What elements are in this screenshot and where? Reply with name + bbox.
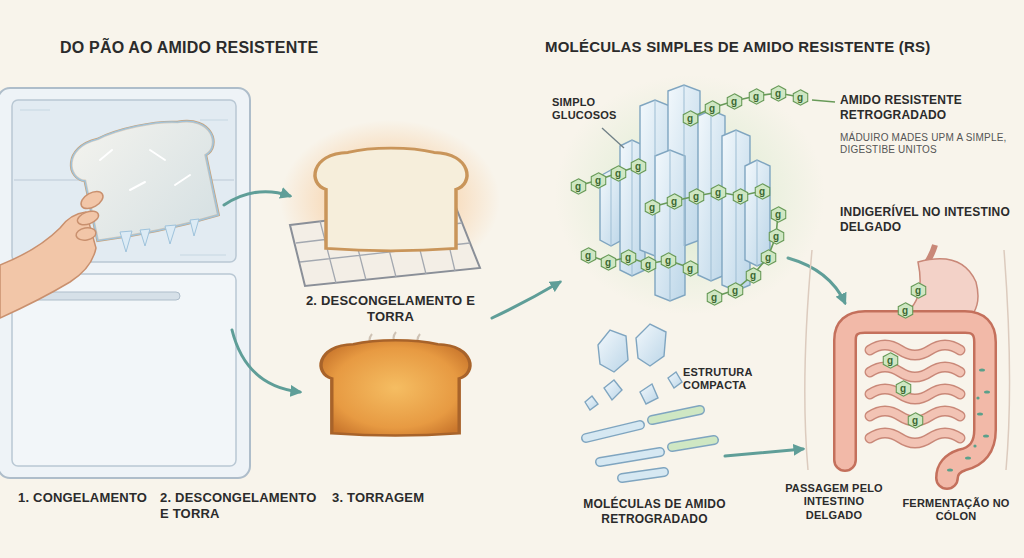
glucose-unit: g <box>644 199 661 216</box>
glucose-unit: g <box>770 206 787 223</box>
thawed-toast-on-rack <box>280 120 500 286</box>
glucose-unit: g <box>726 93 743 110</box>
glucose-unit: g <box>688 188 705 205</box>
glucose-unit: g <box>666 193 683 210</box>
callout-label: PASSAGEM PELO INTESTINO DELGADO <box>778 482 890 522</box>
glucose-unit: g <box>760 249 777 266</box>
compact-crystals <box>585 324 682 410</box>
retrograded-rods <box>586 410 714 478</box>
golden-toast <box>321 332 470 435</box>
glucose-unit: g <box>706 289 723 306</box>
glucose-unit: g <box>640 256 657 273</box>
glucose-unit: g <box>580 247 597 264</box>
glucose-unit: g <box>768 228 785 245</box>
glucose-unit: g <box>770 85 787 102</box>
callout-label: FERMENTAÇÃO NO CÓLON <box>895 497 1017 524</box>
callout-label: INDIGERÍVEL NO INTESTINO DELGADO <box>840 205 1016 234</box>
glucose-unit: g <box>570 178 587 195</box>
glucose-unit: g <box>682 110 699 127</box>
step-label: 2. DESCONGELAMENTO E TORRA <box>298 293 483 325</box>
callout-label: ESTRUTURA COMPACTA <box>683 366 763 393</box>
callout-label: MOLÉCULAS DE AMIDO RETROGRADADO <box>572 497 737 526</box>
step-label: 1. CONGELAMENTO <box>18 490 158 506</box>
glucose-unit: g <box>895 380 912 397</box>
glucose-unit: g <box>748 88 765 105</box>
glucose-unit: g <box>710 184 727 201</box>
glucose-unit: g <box>600 254 617 271</box>
glucose-unit: g <box>630 158 647 175</box>
digestive-tract <box>805 245 1010 478</box>
hand-with-frozen-bread <box>0 111 229 318</box>
callout-note: MÁDUIRO MADES UPM A SIMPLE, DIGESTIBE UN… <box>840 132 1008 156</box>
step-label: 2. DESCONGELAMENTO E TORRA <box>160 490 328 522</box>
glucose-unit: g <box>660 252 677 269</box>
glucose-unit: g <box>620 249 637 266</box>
glucose-unit: g <box>882 352 899 369</box>
glucose-unit: g <box>910 282 927 299</box>
glucose-unit: g <box>907 412 924 429</box>
glucose-unit: g <box>897 302 914 319</box>
step-label: 3. TORRAGEM <box>332 490 452 506</box>
glucose-unit: g <box>732 188 749 205</box>
panel-heading: MOLÉCULAS SIMPLES DE AMIDO RESISTENTE (R… <box>545 38 1017 56</box>
glucose-unit: g <box>745 267 762 284</box>
glucose-unit: g <box>792 89 809 106</box>
callout-label: AMIDO RESISTENTE RETROGRADADO <box>840 93 1016 122</box>
panel-heading: DO PÃO AO AMIDO RESISTENTE <box>60 38 390 58</box>
glucose-unit: g <box>590 172 607 189</box>
callout-label: SIMPLO GLUCOSOS <box>552 96 634 123</box>
glucose-unit: g <box>704 100 721 117</box>
freezer <box>0 88 250 478</box>
glucose-unit: g <box>727 282 744 299</box>
glucose-unit: g <box>610 165 627 182</box>
glucose-unit: g <box>682 260 699 277</box>
glucose-unit: g <box>754 183 771 200</box>
